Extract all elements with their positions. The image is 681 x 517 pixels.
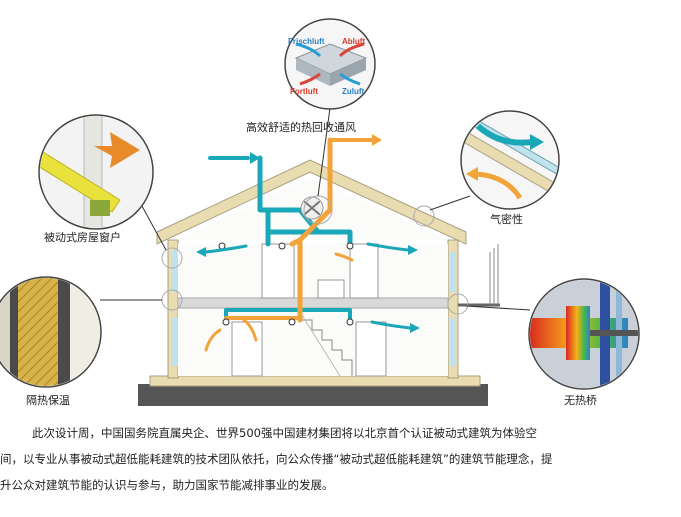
- hrv-callout: Frischluft Abluft Fortluft Zuluft: [284, 18, 376, 110]
- ventilation-ducts: [196, 134, 420, 352]
- left-window: [172, 250, 178, 292]
- label-window: 被动式房屋窗户: [44, 230, 121, 244]
- label-bridge: 无热桥: [564, 394, 597, 407]
- window-callout: [38, 114, 154, 230]
- floor-slab: [177, 297, 449, 309]
- passive-house-diagram: Frischluft Abluft Fortluft Zuluft 高效舒适的热…: [0, 18, 640, 407]
- roof: [156, 159, 467, 245]
- label-insulation: 隔热保温: [26, 393, 70, 407]
- thermal-bridge-callout: [528, 278, 640, 390]
- airtight-callout: [460, 110, 560, 210]
- callout-lines: [100, 107, 531, 311]
- tag-abluft: Abluft: [342, 37, 365, 46]
- tag-zuluft: Zuluft: [342, 87, 365, 96]
- tag-frischluft: Frischluft: [288, 37, 325, 46]
- house-section: [138, 159, 500, 406]
- paragraph-line-2: 间，以专业从事被动式超低能耗建筑的技术团队依托，向公众传播“被动式超低能耗建筑”…: [0, 452, 553, 466]
- warm-air-duct: [289, 137, 333, 323]
- tag-fortluft: Fortluft: [290, 87, 318, 96]
- label-hrv: 高效舒适的热回收通风: [246, 120, 356, 134]
- exhaust-arrow: [328, 138, 374, 152]
- right-window: [450, 252, 456, 292]
- article-text: 此次设计周，中国国务院直属央企、世界500强中国建材集团将以北京首个认证被动式建…: [0, 420, 681, 498]
- foundation: [149, 375, 481, 387]
- insulation-callout: [0, 276, 102, 388]
- paragraph-line-1: 此次设计周，中国国务院直属央企、世界500强中国建材集团将以北京首个认证被动式建…: [32, 426, 537, 440]
- balcony: [458, 244, 500, 307]
- label-airtight: 气密性: [490, 212, 523, 226]
- ground-slab: [138, 384, 488, 406]
- door: [261, 243, 295, 299]
- paragraph-line-3: 升公众对建筑节能的认识与参与，助力国家节能减排事业的发展。: [0, 478, 334, 492]
